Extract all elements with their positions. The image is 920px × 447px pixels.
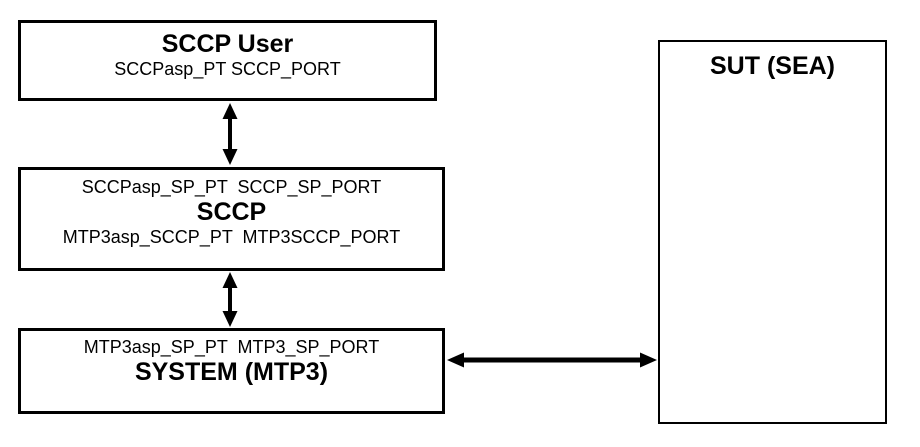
sccp-lower-ports: MTP3asp_SCCP_PT MTP3SCCP_PORT — [62, 227, 401, 247]
sut-title: SUT (SEA) — [710, 52, 835, 80]
system-mtp3-title: SYSTEM (MTP3) — [134, 358, 329, 386]
system-mtp3-upper-ports: MTP3asp_SP_PT MTP3_SP_PORT — [83, 337, 380, 357]
node-system-mtp3: MTP3asp_SP_PT MTP3_SP_PORT SYSTEM (MTP3) — [18, 328, 445, 414]
sccp-title: SCCP — [196, 198, 267, 226]
sccp-user-ports: SCCPasp_PT SCCP_PORT — [114, 59, 341, 79]
arrow-sccp-to-system-mtp3-icon — [222, 272, 238, 327]
node-sut: SUT (SEA) — [658, 40, 887, 424]
node-sccp-user: SCCP User SCCPasp_PT SCCP_PORT — [18, 20, 437, 101]
sccp-user-title: SCCP User — [161, 30, 294, 58]
sccp-upper-ports: SCCPasp_SP_PT SCCP_SP_PORT — [81, 177, 382, 197]
node-sccp: SCCPasp_SP_PT SCCP_SP_PORT SCCP MTP3asp_… — [18, 167, 445, 271]
arrow-system-mtp3-to-sut-icon — [447, 352, 657, 368]
arrow-sccp-user-to-sccp-icon — [222, 103, 238, 165]
